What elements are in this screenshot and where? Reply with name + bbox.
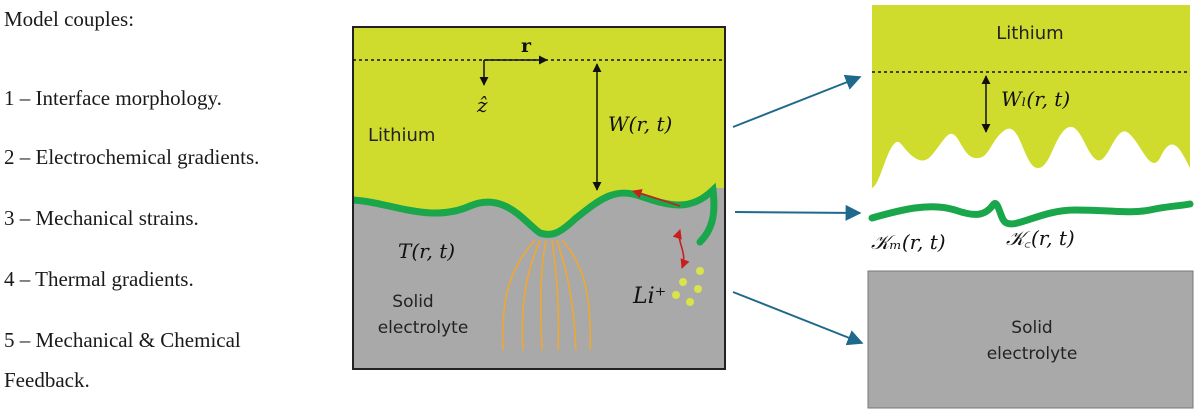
electrolyte-detail-line2: electrolyte [987,344,1078,364]
couple-item-1: 1 – Interface morphology. [4,86,222,110]
couple-item-4: 4 – Thermal gradients. [4,267,194,291]
model-couples-list: Model couples: 1 – Interface morphology.… [0,0,345,418]
interface-layer [353,182,718,246]
arrow-to-lithium-detail [732,74,862,128]
arrow-to-interface-detail [734,204,862,221]
lithium-detail-label: Lithium [996,23,1063,44]
lithium-ions [672,267,704,306]
electrolyte-label-line2: electrolyte [378,318,469,338]
electrolyte-region [353,188,725,369]
thermal-gradient-lines [501,239,592,351]
lithium-width-label: Wₗ(r, t) [1001,87,1070,111]
lithium-ion-label: Li⁺ [632,284,666,309]
vector-r-label: r [521,35,532,57]
couple-item-2: 2 – Electrochemical gradients. [4,145,260,169]
width-label: W(r, t) [608,112,672,136]
electrolyte-detail-line1: Solid [1011,318,1052,338]
z-hat-label: ẑ [476,93,488,117]
temperature-label: T(r, t) [398,239,455,263]
couples-heading: Model couples: [4,7,135,31]
couple-item-3: 3 – Mechanical strains. [4,206,199,230]
main-panel-border [352,26,726,370]
interface-detail-curve [868,200,1194,228]
surface-diffusion-arrow [632,189,681,207]
couple-item-5-continued: Feedback. [4,368,90,392]
electrolyte-label-line1: Solid [392,292,433,312]
kappa-m-label: 𝒦ₘ(r, t) [871,230,946,254]
arrow-to-electrolyte-detail [732,291,864,346]
kappa-c-label: 𝒦꜀(r, t) [1006,226,1075,250]
main-panel [353,27,725,369]
couple-item-5: 5 – Mechanical & Chemical [4,328,241,352]
lithium-detail-region [872,5,1190,188]
lithium-label: Lithium [368,125,435,146]
electrolyte-detail-block [867,270,1194,409]
ion-transport-arrow [672,229,690,269]
